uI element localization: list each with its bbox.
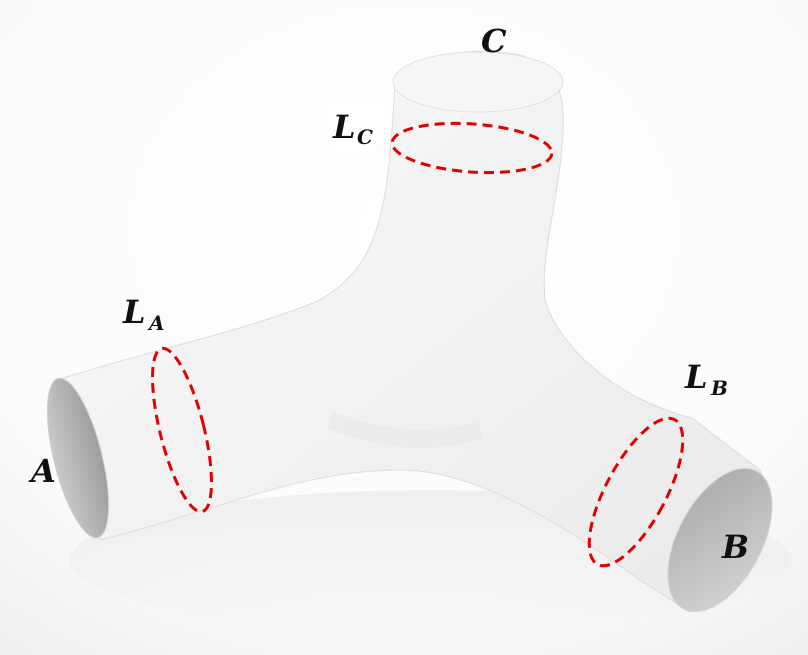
opening-c [392, 51, 564, 113]
label-lc-main: L [332, 108, 356, 146]
label-lb: L B [684, 358, 728, 400]
label-lc-sub: C [357, 125, 373, 149]
pipe-body [56, 50, 764, 613]
label-la-sub: A [147, 311, 165, 335]
crotch-shade [326, 411, 483, 448]
label-la-main: L [122, 293, 146, 331]
loop-b [587, 416, 685, 568]
opening-a [46, 377, 110, 539]
label-a: A [28, 452, 56, 490]
loop-a [151, 346, 213, 514]
label-lb-sub: B [710, 376, 728, 400]
label-lc-bg [330, 106, 382, 148]
label-c: C [481, 22, 507, 60]
label-lb-main: L [684, 358, 708, 396]
label-la: L A [122, 293, 165, 335]
loop-c [390, 121, 554, 175]
label-lc: L C [330, 106, 382, 149]
label-b: B [721, 528, 749, 566]
opening-b [667, 467, 773, 613]
